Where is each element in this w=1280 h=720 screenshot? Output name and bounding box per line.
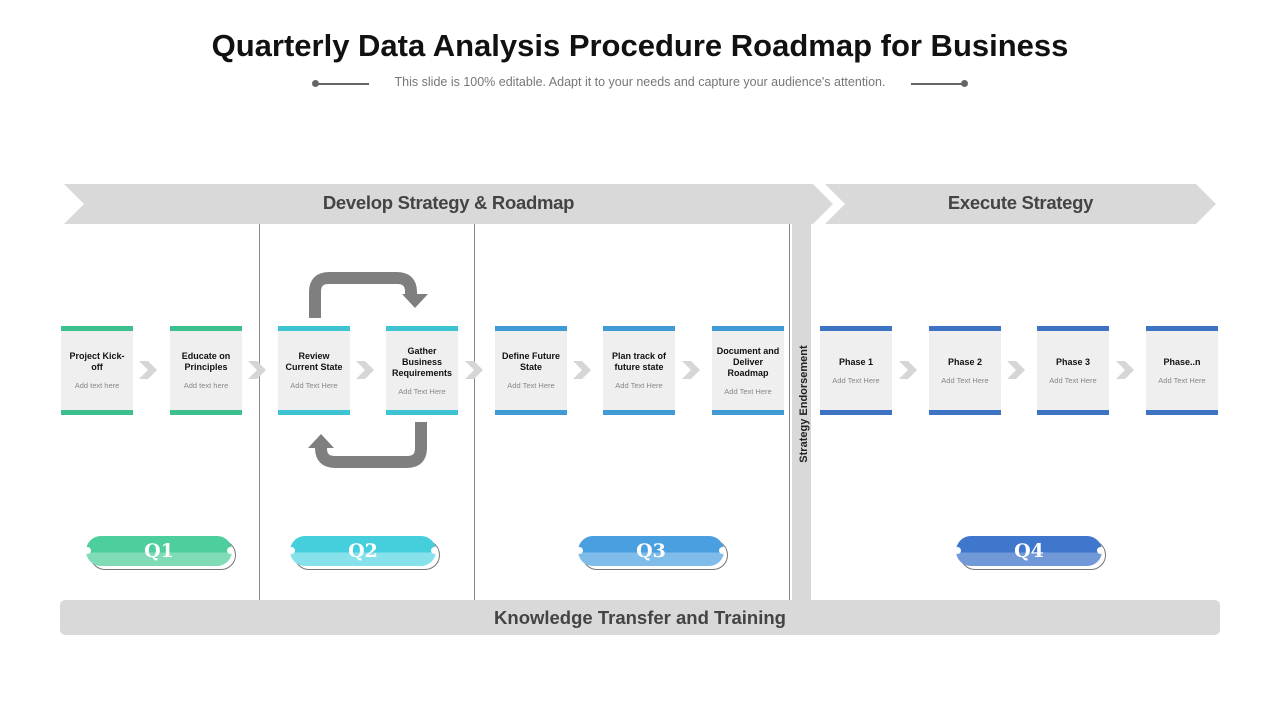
card-subtext: Add Text Here bbox=[1049, 375, 1097, 385]
execute-banner-shape bbox=[825, 184, 1216, 224]
card-title: Define Future State bbox=[501, 351, 560, 372]
subtitle-left-dot bbox=[312, 80, 319, 87]
pill-body: Q3 bbox=[578, 536, 724, 566]
card-title: Gather Business Requirements bbox=[391, 345, 453, 378]
card-subtext: Add Text Here bbox=[290, 381, 338, 390]
card-subtext: Add Text Here bbox=[724, 386, 772, 396]
cycle-arrow-top-head bbox=[402, 294, 428, 308]
chevron-right-icon bbox=[139, 361, 157, 379]
chevron-right-icon bbox=[1116, 361, 1134, 379]
knowledge-transfer-label: Knowledge Transfer and Training bbox=[494, 606, 786, 628]
cycle-arrow-bottom bbox=[315, 422, 427, 468]
develop-banner-shape bbox=[64, 184, 833, 224]
pill-dot bbox=[84, 547, 91, 554]
strategy-endorsement-bar bbox=[792, 224, 811, 600]
pill-body: Q4 bbox=[956, 536, 1102, 566]
quarter-pill-q3: Q3 bbox=[576, 536, 730, 572]
execute-banner-label: Execute Strategy bbox=[947, 192, 1094, 213]
card-title: Phase..n bbox=[1163, 356, 1201, 367]
card-project-kickoff: Project Kick-off Add text here bbox=[61, 326, 133, 415]
card-phase-1: Phase 1 Add Text Here bbox=[820, 326, 892, 415]
pill-label: Q3 bbox=[636, 540, 666, 562]
subtitle-left-line bbox=[316, 83, 369, 85]
chevron-right-icon bbox=[356, 361, 374, 379]
subtitle-right-dot bbox=[961, 80, 968, 87]
card-subtext: Add Text Here bbox=[507, 381, 555, 390]
chevron-right-icon bbox=[682, 361, 700, 379]
card-title: Plan track of future state bbox=[611, 351, 667, 372]
slide-title: Quarterly Data Analysis Procedure Roadma… bbox=[211, 28, 1069, 63]
card-document-roadmap: Document and Deliver Roadmap Add Text He… bbox=[712, 326, 784, 415]
develop-banner-label: Develop Strategy & Roadmap bbox=[322, 192, 575, 213]
card-educate-principles: Educate on Principles Add text here bbox=[170, 326, 242, 415]
card-define-future-state: Define Future State Add Text Here bbox=[495, 326, 567, 415]
knowledge-transfer-bar: Knowledge Transfer and Training bbox=[60, 600, 1220, 635]
card-subtext: Add Text Here bbox=[398, 386, 446, 396]
section-divider-q1 bbox=[259, 224, 260, 600]
pill-dot bbox=[227, 547, 234, 554]
card-title: Review Current State bbox=[285, 351, 343, 372]
chevron-right-icon bbox=[248, 361, 266, 379]
card-plan-track: Plan track of future state Add Text Here bbox=[603, 326, 675, 415]
subtitle-right-line bbox=[911, 83, 964, 85]
card-title: Educate on Principles bbox=[181, 351, 231, 372]
pill-body: Q2 bbox=[290, 536, 436, 566]
section-divider-q3 bbox=[789, 224, 790, 600]
pill-dot bbox=[954, 547, 961, 554]
card-review-current-state: Review Current State Add Text Here bbox=[278, 326, 350, 415]
card-title: Document and Deliver Roadmap bbox=[716, 345, 780, 378]
quarter-pill-q1: Q1 bbox=[84, 536, 238, 572]
card-title: Phase 1 bbox=[838, 356, 874, 367]
pill-dot bbox=[431, 547, 438, 554]
card-subtext: Add Text Here bbox=[832, 375, 880, 385]
chevron-right-icon bbox=[1007, 361, 1025, 379]
card-phase-n: Phase..n Add Text Here bbox=[1146, 326, 1218, 415]
cycle-arrow-bottom-head bbox=[308, 434, 334, 448]
pill-label: Q1 bbox=[144, 540, 174, 562]
card-phase-3: Phase 3 Add Text Here bbox=[1037, 326, 1109, 415]
chevron-right-icon bbox=[465, 361, 483, 379]
card-phase-2: Phase 2 Add Text Here bbox=[929, 326, 1001, 415]
quarter-pill-q4: Q4 bbox=[954, 536, 1108, 572]
pill-label: Q4 bbox=[1014, 540, 1044, 562]
pill-dot bbox=[288, 547, 295, 554]
card-subtext: Add Text Here bbox=[1158, 375, 1206, 385]
section-divider-q2 bbox=[474, 224, 475, 600]
pill-body: Q1 bbox=[86, 536, 232, 566]
pill-dot bbox=[1097, 547, 1104, 554]
card-subtext: Add text here bbox=[183, 381, 229, 390]
subtitle-row: This slide is 100% editable. Adapt it to… bbox=[0, 75, 1280, 93]
card-title: Phase 3 bbox=[1055, 356, 1091, 367]
card-title: Phase 2 bbox=[947, 356, 983, 367]
chevron-right-icon bbox=[899, 361, 917, 379]
slide-subtitle: This slide is 100% editable. Adapt it to… bbox=[394, 75, 886, 89]
card-subtext: Add Text Here bbox=[941, 375, 989, 385]
pill-label: Q2 bbox=[348, 540, 378, 562]
pill-dot bbox=[576, 547, 583, 554]
card-subtext: Add Text Here bbox=[615, 381, 663, 390]
quarter-pill-q2: Q2 bbox=[288, 536, 442, 572]
card-subtext: Add text here bbox=[74, 381, 120, 390]
chevron-right-icon bbox=[573, 361, 591, 379]
pill-dot bbox=[719, 547, 726, 554]
cycle-arrow-top bbox=[309, 272, 417, 318]
card-title: Project Kick-off bbox=[69, 351, 125, 372]
card-gather-requirements: Gather Business Requirements Add Text He… bbox=[386, 326, 458, 415]
